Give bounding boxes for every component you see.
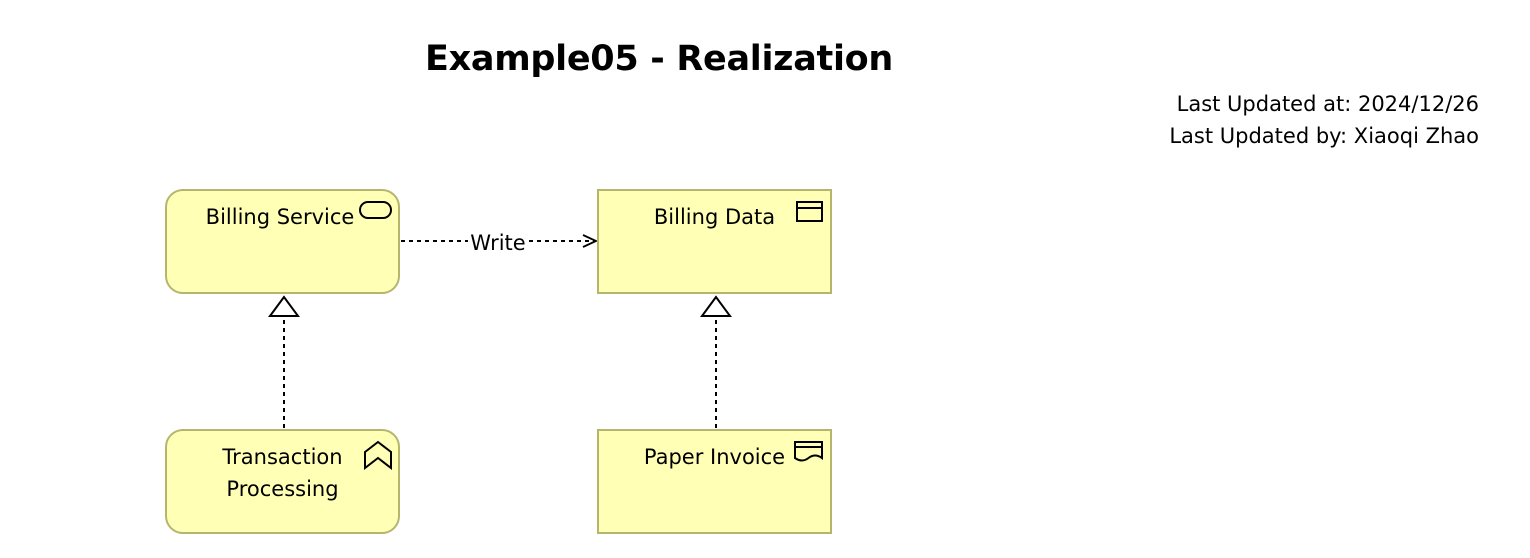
business-function-icon: [364, 440, 392, 470]
last-updated-at: Last Updated at: 2024/12/26: [1176, 92, 1479, 116]
last-updated-by: Last Updated by: Xiaoqi Zhao: [1169, 124, 1479, 148]
node-paper-invoice[interactable]: Paper Invoice: [597, 429, 832, 534]
node-label: Transaction Processing: [222, 445, 343, 501]
realization-arrowhead: [700, 295, 732, 317]
business-service-icon: [359, 201, 392, 219]
node-transaction-processing[interactable]: Transaction Processing: [165, 429, 400, 534]
node-label: Paper Invoice: [643, 445, 786, 469]
realization-arrowhead: [268, 295, 300, 317]
realization-relationship-invoice-to-data[interactable]: [700, 295, 732, 428]
node-billing-data[interactable]: Billing Data: [597, 189, 832, 294]
update-info: Last Updated at: 2024/12/26 Last Updated…: [1169, 88, 1479, 152]
diagram-title: Example05 - Realization: [425, 39, 894, 79]
node-billing-service[interactable]: Billing Service: [165, 189, 400, 294]
relationship-label-write: Write: [468, 228, 528, 258]
business-object-icon: [796, 201, 823, 222]
node-label: Billing Data: [653, 205, 776, 229]
realization-relationship-transaction-to-service[interactable]: [268, 295, 300, 428]
representation-icon: [794, 441, 823, 462]
node-label: Billing Service: [205, 205, 355, 229]
